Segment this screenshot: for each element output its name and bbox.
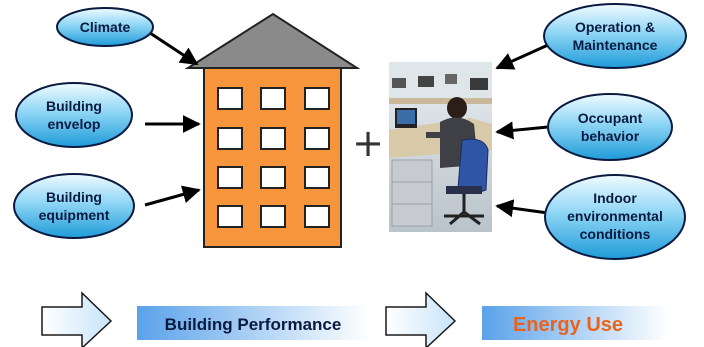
factor-envelop-line2: envelop <box>48 116 101 132</box>
factor-operation-maintenance: Operation & Maintenance <box>543 3 687 69</box>
factor-climate-label: Climate <box>80 19 131 35</box>
building-roof <box>184 12 361 69</box>
plus-sign: + <box>352 121 384 165</box>
office-photo <box>389 62 492 232</box>
factor-operation-line2: Maintenance <box>573 37 658 53</box>
factor-indoor-line2: environmental <box>567 208 663 224</box>
factor-building-envelop: Building envelop <box>15 82 133 148</box>
arrow-equipment <box>144 185 201 207</box>
building-performance-label: Building Performance <box>165 315 342 334</box>
factor-occupant-line2: behavior <box>581 128 640 144</box>
arrow-occupant <box>495 121 549 140</box>
energy-use-label: Energy Use <box>513 314 623 336</box>
factor-equipment-line2: equipment <box>39 207 110 223</box>
factor-occupant-line1: Occupant <box>578 110 643 126</box>
factor-climate: Climate <box>56 7 154 47</box>
flow-building-performance: Building Performance <box>137 306 369 340</box>
building-windows <box>217 87 330 228</box>
flow-arrow-2 <box>385 291 457 347</box>
factor-envelop-line1: Building <box>46 98 102 114</box>
arrow-operation <box>495 43 549 70</box>
factor-indoor-line3: conditions <box>580 226 651 242</box>
arrow-indoor <box>495 199 549 218</box>
factor-occupant-behavior: Occupant behavior <box>547 93 673 161</box>
factor-operation-line1: Operation & <box>575 19 655 35</box>
factor-indoor-line1: Indoor <box>593 190 637 206</box>
factor-building-equipment: Building equipment <box>13 173 135 239</box>
building <box>184 12 361 248</box>
flow-energy-use: Energy Use <box>482 306 668 340</box>
arrow-climate <box>149 31 199 66</box>
factor-indoor-conditions: Indoor environmental conditions <box>544 174 686 260</box>
flow-arrow-1 <box>41 291 113 347</box>
factor-equipment-line1: Building <box>46 189 102 205</box>
